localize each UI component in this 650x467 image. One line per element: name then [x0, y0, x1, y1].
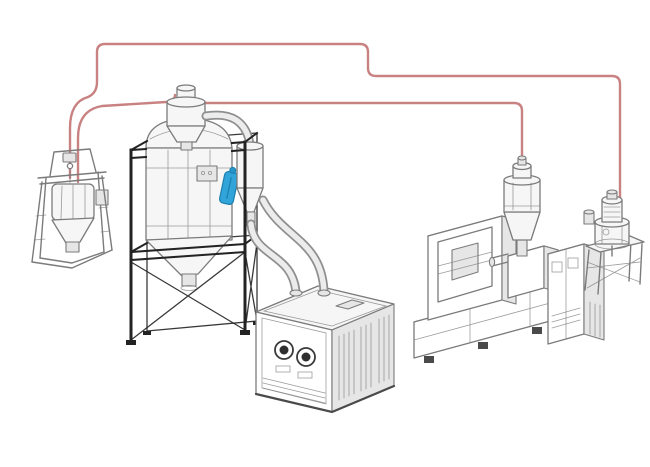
stand-foot: [126, 340, 136, 345]
dehumidifier-slots-1: [338, 329, 355, 401]
stand-foot: [240, 330, 250, 335]
dehumidifier-top-inset: [262, 289, 388, 327]
valve-cap-icon: [229, 166, 237, 174]
hose-supply-inner: [260, 197, 327, 295]
blue-valve: [218, 166, 240, 205]
stand-mid-beams: [129, 233, 259, 262]
vacuum-pump-station: [583, 189, 645, 295]
valve-seam: [226, 177, 232, 199]
bigbag-rear-legs: [39, 171, 105, 259]
bag-seams: [60, 184, 86, 220]
bigbag-rungs: [33, 206, 111, 241]
loader-top: [166, 96, 206, 108]
cyclone-body: [236, 145, 264, 189]
barrel-nozzle: [488, 256, 496, 268]
stand-foot: [143, 331, 151, 335]
hopper-loader: [166, 84, 206, 151]
loader-cone: [166, 125, 206, 143]
dehumidifier-base-edge: [254, 384, 396, 414]
stand-top-beams: [129, 131, 259, 160]
pump-body-bottom: [594, 238, 630, 250]
hose-return-inner: [248, 221, 299, 295]
conveying-pipe-top-loop: [68, 42, 622, 211]
dehumidifying-dryer: [254, 285, 396, 414]
bigbag-outlet: [65, 241, 80, 253]
machine-foot: [478, 342, 488, 349]
loader-stub: [180, 141, 193, 151]
bigbag-hoist-frame: [49, 148, 97, 177]
cabinet-panel: [551, 261, 563, 273]
cyclone-separator: [236, 141, 264, 227]
receiver-cap-top: [517, 155, 527, 161]
dryer-discharge-flange: [180, 285, 198, 291]
dehumidifier-top-box: [335, 299, 365, 310]
gauge-core: [279, 345, 289, 355]
vacuum-stand-legs: [584, 240, 643, 295]
dryer-stand: [126, 131, 261, 345]
dehumidifier-slots-3: [378, 314, 390, 384]
injection-molding-machine: [413, 155, 605, 363]
hoist-pulley-icon: [66, 162, 74, 170]
hoist-trolley: [62, 152, 77, 163]
cabinet-vents: [551, 307, 581, 329]
loader-lid: [176, 84, 196, 92]
big-bag-station: [31, 148, 113, 269]
machine-foot: [532, 327, 542, 334]
motor-cap-top: [606, 189, 618, 195]
cabinet-side-slots: [589, 301, 601, 338]
bigbag-base-front: [31, 249, 113, 269]
dehumidifier-slots-2: [360, 322, 372, 392]
stand-x-brace-side: [244, 242, 258, 331]
machine-receiver: [503, 155, 541, 257]
inlet-filter-top: [583, 209, 595, 215]
dehumidifier-door-outline: [261, 317, 327, 405]
bigbag-base-rear: [39, 251, 105, 264]
dryer-discharge: [181, 273, 197, 287]
receiver-stub: [516, 239, 528, 257]
dehumidifier-label-plate: [297, 371, 313, 379]
dryer-control-panel: [196, 165, 218, 182]
pump-gauge-icon: [602, 228, 610, 236]
dryer-body-seams: [145, 149, 233, 239]
panel-knob-icon: [200, 170, 205, 175]
barrel: [491, 253, 509, 267]
bigbag-front-legs: [31, 175, 113, 263]
gauge-core: [301, 352, 311, 362]
machine-foot: [424, 356, 434, 363]
hose-collar: [317, 289, 331, 297]
panel-knob-icon: [207, 170, 212, 175]
receiver-seams: [503, 182, 541, 211]
bigbag-discharge-cone: [51, 217, 95, 244]
stand-posts: [129, 140, 247, 342]
conveying-pipe-dryer-to-receiver: [194, 101, 524, 162]
tie-bars: [437, 251, 493, 275]
stand-x-brace-front: [130, 251, 246, 341]
dehumidifier-label-plate: [275, 365, 291, 373]
hose-collar: [289, 289, 303, 297]
motor-fins: [603, 206, 621, 218]
process-air-hoses: [246, 195, 331, 297]
vacuum-stand-braces: [586, 257, 641, 289]
bigbag-top-beams: [37, 171, 107, 185]
cabinet-panel: [567, 257, 579, 269]
dehumidifier-front-vents: [262, 377, 326, 404]
